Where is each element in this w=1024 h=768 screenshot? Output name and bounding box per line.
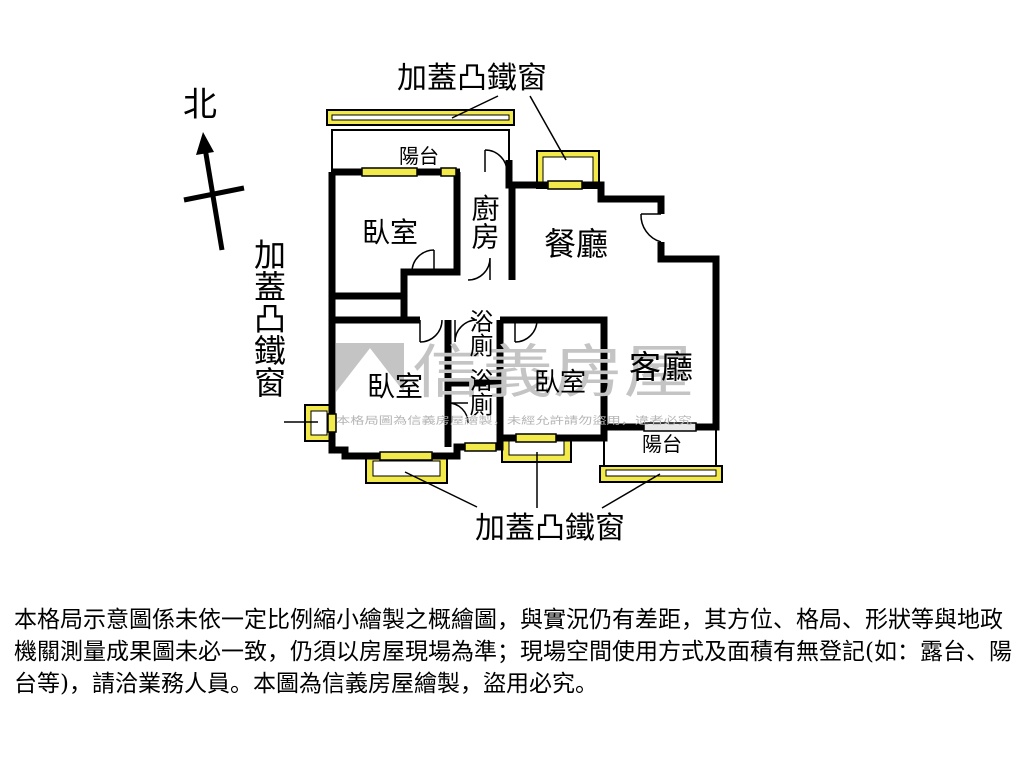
window-bath [464,442,497,452]
watermark-logo-right [366,343,404,392]
north-compass: 北 [183,85,245,251]
door-kitchen [467,257,491,281]
label-balcony-se: 陽台 [642,432,682,456]
label-bedroom-nw: 臥室 [362,216,418,249]
compass-needle [202,147,225,251]
door-bath-2 [447,402,469,424]
door-balcony [484,149,508,173]
disclaimer-text: 本格局示意圖係未依一定比例縮小繪製之概繪圖，與實況仍有差距，其方位、格局、形狀等… [14,607,1012,697]
label-bath-1: 浴廁 [465,309,493,357]
compass-arrowhead [196,132,214,155]
window-left [327,413,337,433]
watermark-logo-left [336,343,374,392]
doors [411,149,662,424]
callout-bottom-leader-1 [404,471,478,508]
se-iron-window-inner [605,469,717,477]
left-iron-window-inner [310,410,328,436]
wall-north-kitchen-dining [505,160,665,214]
watermark: 信義房屋 本格局圖為信義房屋繪製，未經允許請勿盜用，違者必究 [336,338,694,427]
label-bedroom-sw: 臥室 [367,370,423,403]
door-bedroom-nw [411,249,435,273]
label-bath-2: 浴廁 [465,368,493,416]
window-dining [547,180,583,190]
label-living: 客廳 [629,348,693,386]
watermark-brand: 信義房屋 [412,338,694,406]
wall-bedroom-mid [500,316,608,427]
door-bath-1 [454,319,478,343]
label-dining: 餐廳 [544,225,608,263]
wall-windows [327,167,697,461]
label-balcony-top: 陽台 [399,144,439,168]
callout-bottom: 加蓋凸鐵窗 [475,511,625,546]
callout-top-leader-1 [451,95,499,119]
callout-left: 加蓋凸鐵窗 [249,238,287,398]
window-bedroom-nw [361,167,418,177]
window-living [643,422,697,432]
balcony-top-rail [331,129,510,172]
window-bedroom-sw [379,451,433,461]
label-kitchen: 廚房 [468,194,501,250]
wall-bedroom-nw-south [332,172,461,300]
callout-bottom-leader-3 [601,473,661,509]
callout-top-leader-2 [529,95,567,161]
callouts: 加蓋凸鐵窗 加蓋凸鐵窗 加蓋凸鐵窗 [249,61,661,546]
watermark-note: 本格局圖為信義房屋繪製，未經允許請勿盜用，違者必究 [336,414,692,427]
window-kitchen-small [440,167,457,177]
bottom-left-iron-window-inner [372,460,441,477]
window-bedroom-mid [515,433,557,443]
callout-top: 加蓋凸鐵窗 [397,61,547,96]
compass-label: 北 [183,85,217,125]
compass-crossbar [183,185,245,203]
kitchen-iron-window-inner [542,156,594,183]
door-main [640,213,662,243]
door-bedroom-sw [419,319,443,343]
watermark-logo-peak [344,350,396,392]
floor-plan: 北 [183,61,723,546]
top-iron-window-inner [331,114,510,121]
label-bedroom-mid: 臥室 [534,368,586,398]
door-bedroom-mid [514,319,538,343]
balcony-se-rail [603,427,717,467]
room-labels: 陽台 臥室 廚房 餐廳 臥室 浴廁 浴廁 臥室 客廳 陽台 [362,144,693,456]
